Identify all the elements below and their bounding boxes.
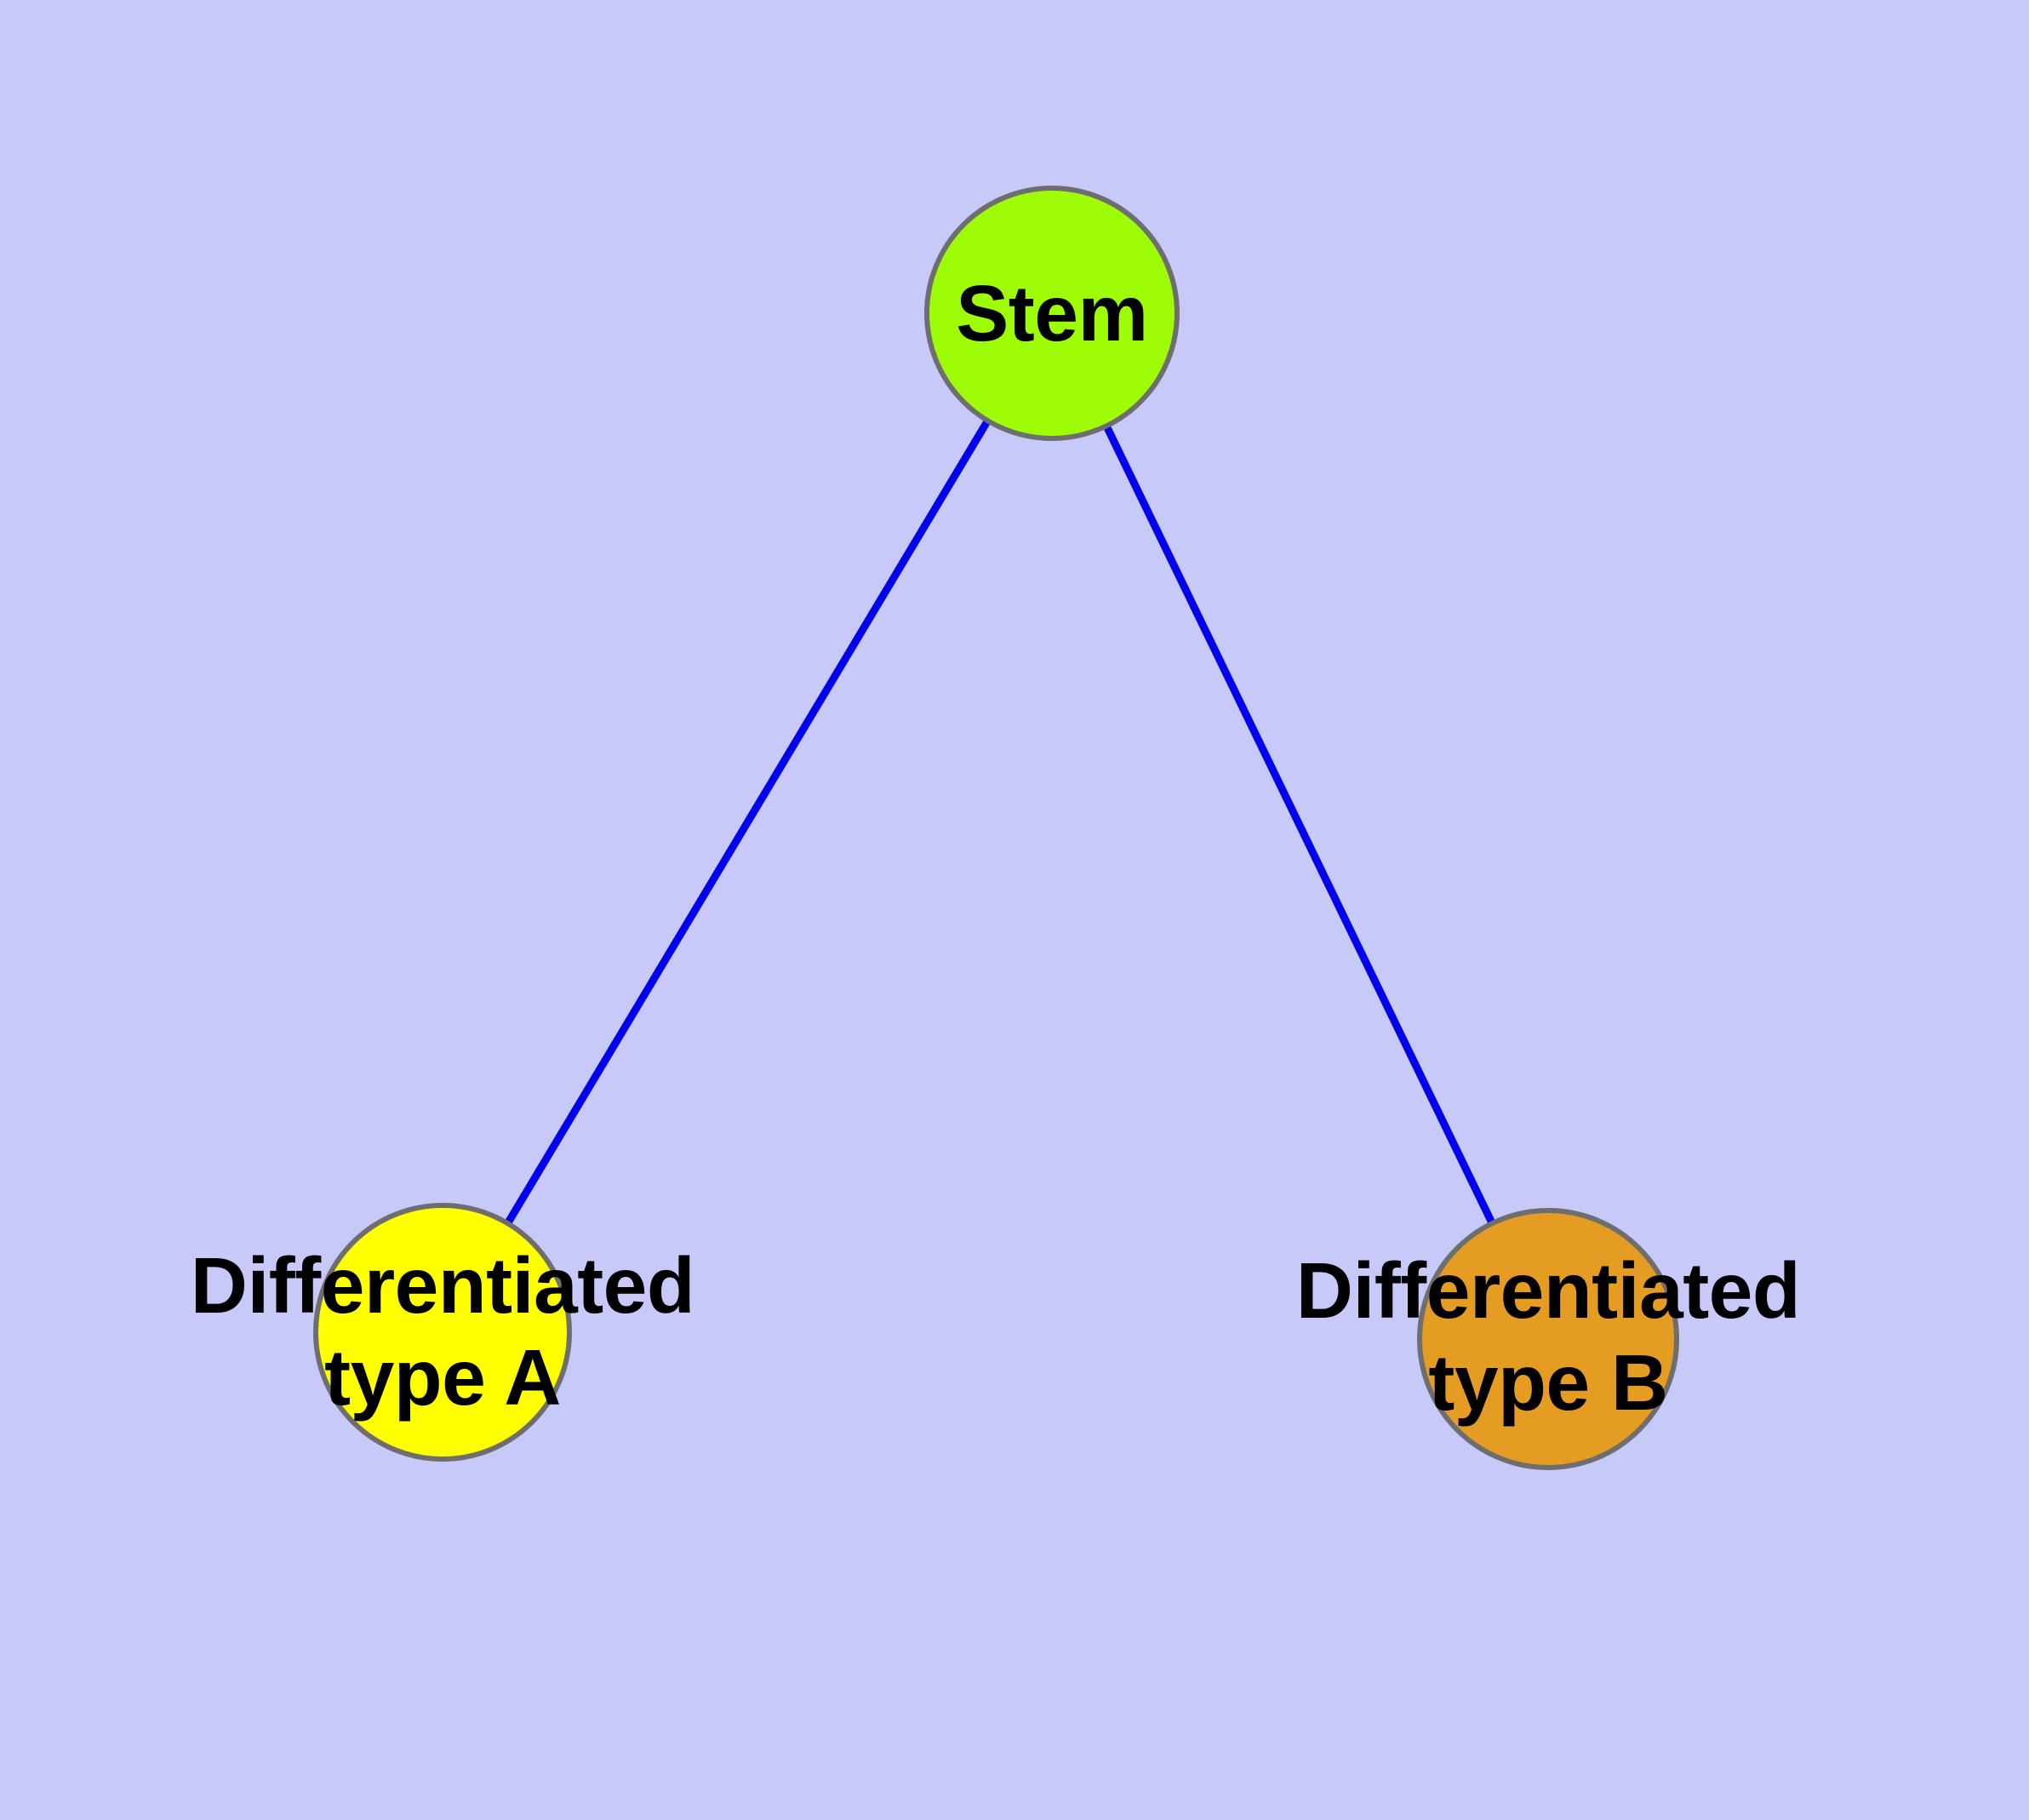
node-differentiated-type-a[interactable]: [313, 1203, 572, 1462]
node-stem[interactable]: [924, 186, 1180, 441]
edge-stem-to-diff-a[interactable]: [439, 311, 1055, 1335]
node-differentiated-type-b[interactable]: [1417, 1208, 1679, 1470]
edge-stem-to-diff-b[interactable]: [1048, 312, 1552, 1341]
